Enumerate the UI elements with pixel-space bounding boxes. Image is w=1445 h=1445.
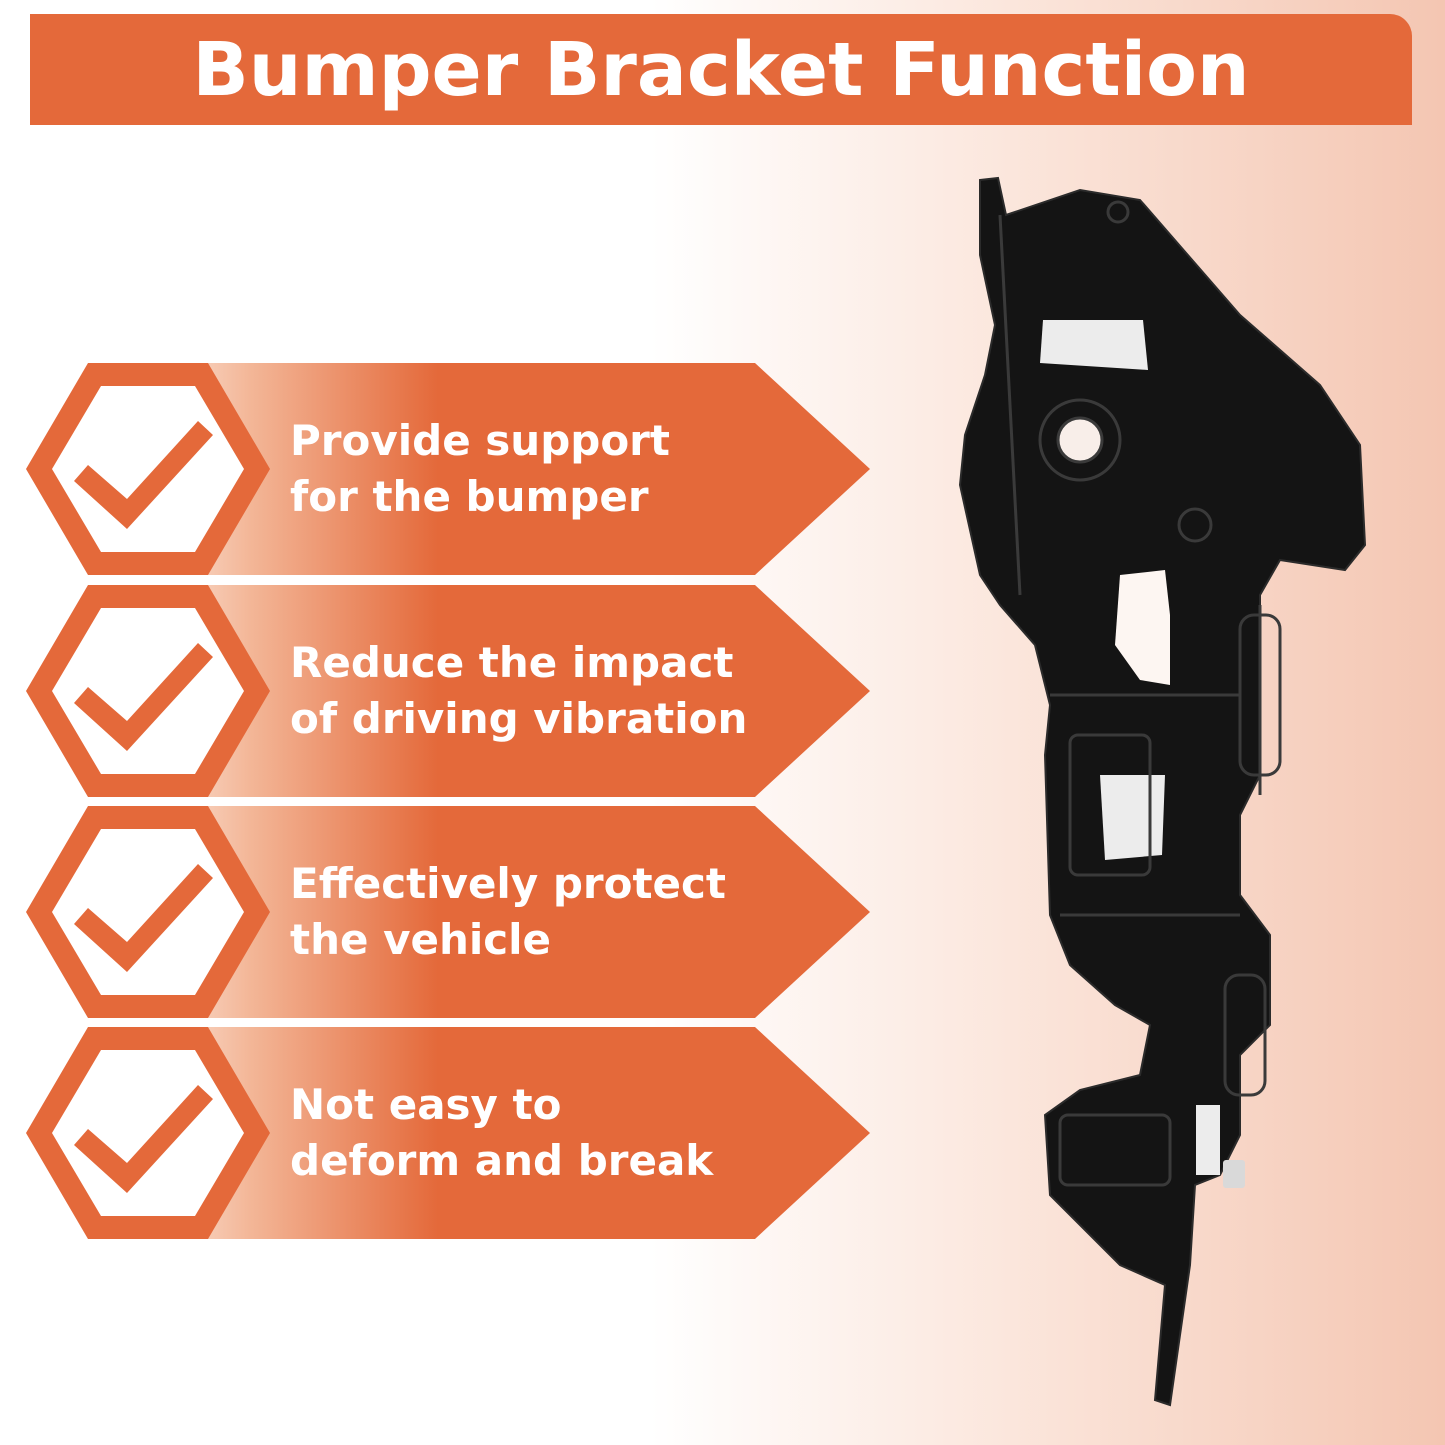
feature-line-1: Reduce the impact [290,638,734,687]
page-title: Bumper Bracket Function [192,26,1250,113]
feature-label: Reduce the impact of driving vibration [290,635,810,747]
feature-label: Not easy to deform and break [290,1077,810,1189]
feature-item-durable: Not easy to deform and break [0,1027,870,1239]
feature-line-2: the vehicle [290,915,552,964]
feature-item-support: Provide support for the bumper [0,363,870,575]
feature-label: Provide support for the bumper [290,413,810,525]
feature-item-protect: Effectively protect the vehicle [0,806,870,1018]
feature-arrow-background [26,1027,870,1239]
feature-arrow-background [26,363,870,575]
feature-arrow-background [26,585,870,797]
bumper-bracket-icon [958,176,1367,1407]
feature-line-2: deform and break [290,1136,714,1185]
feature-line-2: for the bumper [290,472,649,521]
feature-line-2: of driving vibration [290,694,748,743]
feature-line-1: Not easy to [290,1080,562,1129]
feature-line-1: Provide support [290,416,670,465]
title-banner: Bumper Bracket Function [30,14,1412,125]
feature-line-1: Effectively protect [290,859,726,908]
feature-arrow-background [26,806,870,1018]
feature-item-vibration: Reduce the impact of driving vibration [0,585,870,797]
feature-label: Effectively protect the vehicle [290,856,810,968]
